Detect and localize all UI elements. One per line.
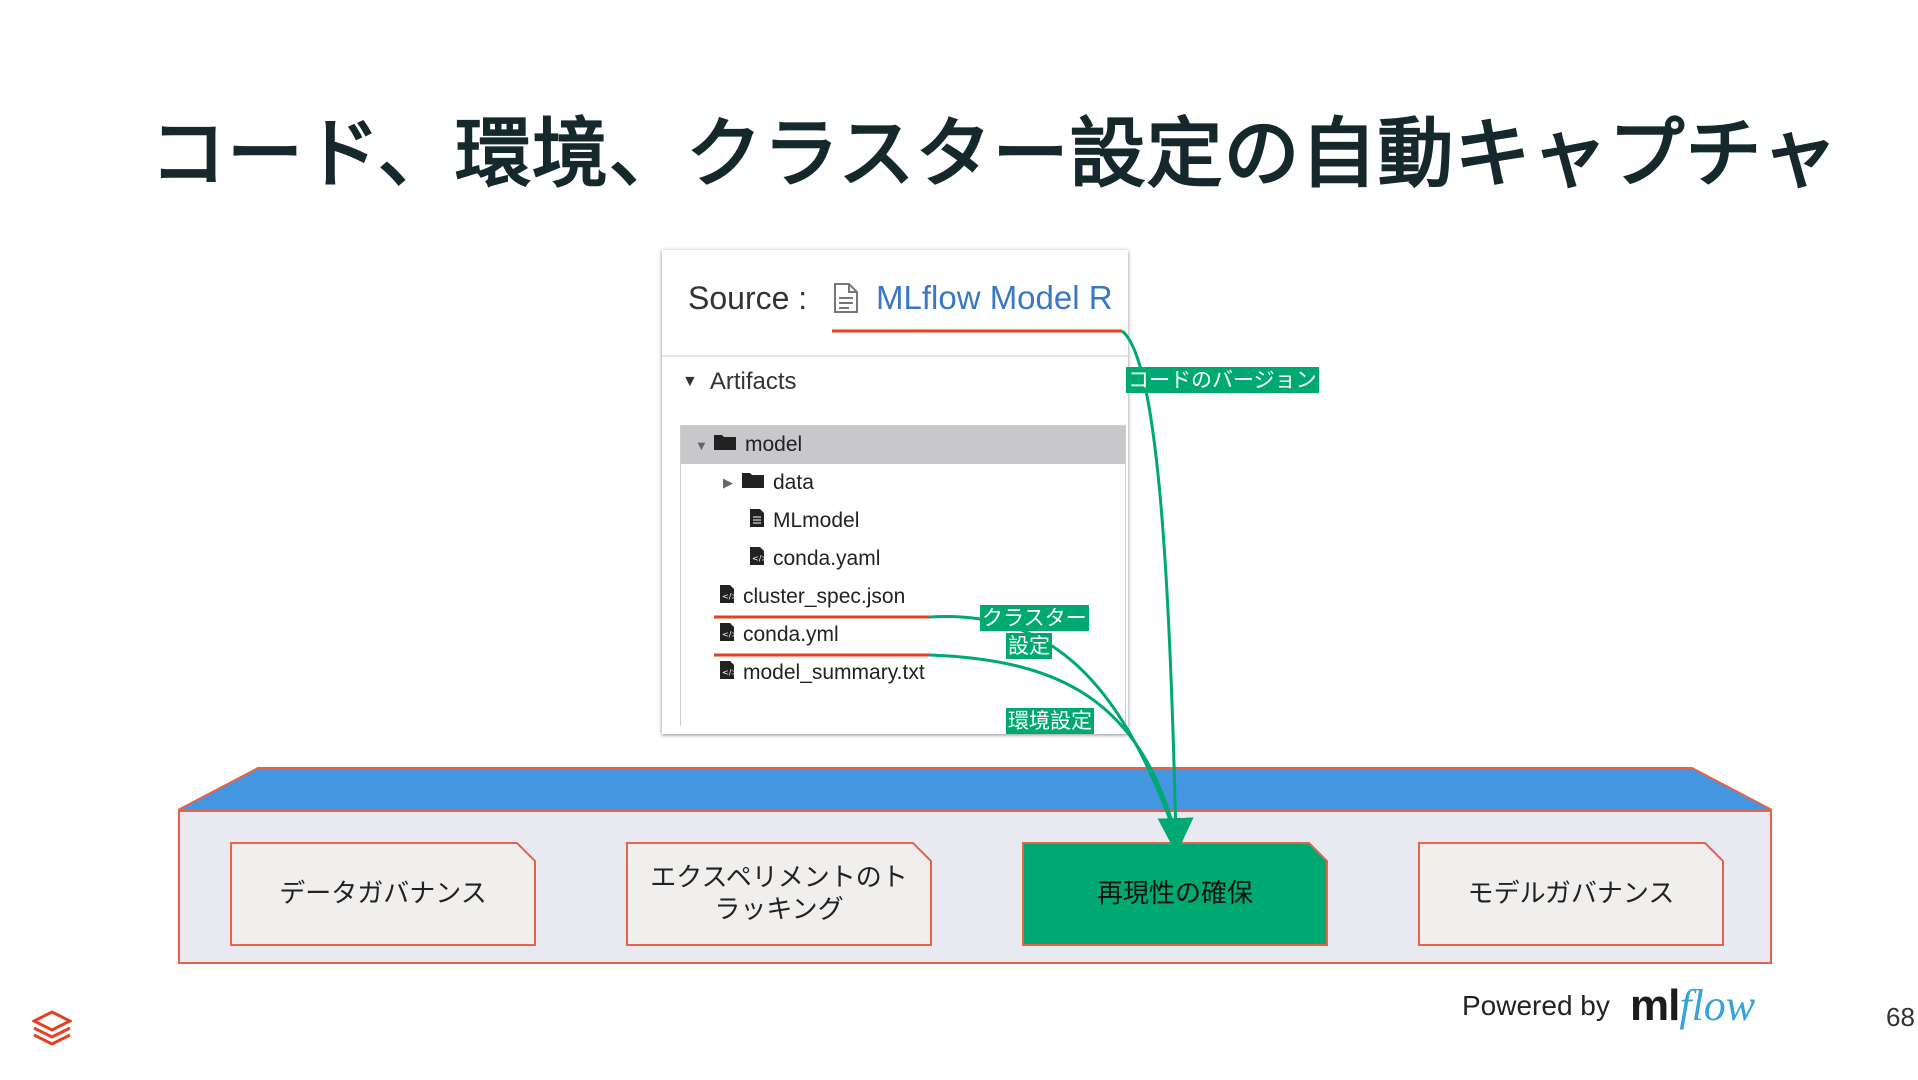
tree-item-conda-yml[interactable]: </> conda.yml — [681, 616, 1125, 654]
card-data-governance: データガバナンス — [230, 842, 536, 946]
caret-down-icon: ▼ — [682, 373, 698, 390]
tree-item-cluster-spec[interactable]: </> cluster_spec.json — [681, 578, 1125, 616]
folder-icon — [741, 471, 765, 495]
card-reproducibility: 再現性の確保 — [1022, 842, 1328, 946]
card-label-line1: エクスペリメントのト — [650, 863, 908, 893]
card-model-governance: モデルガバナンス — [1418, 842, 1724, 946]
mlflow-logo: mlflow — [1630, 981, 1756, 1030]
label-cluster-line2: 設定 — [1006, 633, 1052, 659]
svg-text:</>: </> — [752, 554, 765, 563]
code-file-icon: </> — [719, 584, 738, 610]
tree-item-model[interactable]: ▼ model — [681, 426, 1125, 464]
file-icon — [749, 508, 765, 534]
page-number: 68 — [1886, 1002, 1915, 1032]
tree-item-label: MLmodel — [773, 509, 860, 532]
artifacts-label: Artifacts — [709, 368, 797, 395]
tree-item-data[interactable]: ▶ data — [681, 464, 1125, 502]
label-environment: 環境設定 — [1006, 708, 1094, 734]
tree-item-label: model — [745, 433, 803, 456]
slide-title: コード、環境、クラスター設定の自動キャプチャ — [150, 109, 1839, 198]
arrow-cluster — [929, 615, 1178, 837]
tree-item-label: data — [773, 471, 814, 494]
code-file-icon: </> — [719, 622, 738, 648]
card-label: データガバナンス — [279, 879, 487, 909]
svg-text:</>: </> — [722, 668, 735, 677]
tree-item-mlmodel[interactable]: MLmodel — [681, 502, 1125, 540]
code-file-icon: </> — [749, 546, 768, 572]
arrow-code-version — [1121, 329, 1194, 854]
powered-by-text: Powered by — [1462, 990, 1610, 1021]
divider — [662, 355, 1128, 357]
source-label: Source : — [688, 280, 808, 316]
folder-icon — [713, 433, 737, 457]
document-icon — [833, 282, 859, 318]
label-code-version: コードのバージョン — [1126, 367, 1319, 393]
svg-text:</>: </> — [722, 630, 735, 639]
card-label: 再現性の確保 — [1096, 879, 1253, 909]
arrow-environment — [929, 653, 1178, 837]
brand-logo-icon — [30, 1010, 74, 1052]
tree-item-conda-yaml[interactable]: </> conda.yaml — [681, 540, 1125, 578]
source-link[interactable]: MLflow Model R — [876, 279, 1113, 316]
caret-down-icon: ▼ — [695, 437, 708, 453]
caret-right-icon: ▶ — [723, 475, 733, 490]
code-file-icon: </> — [719, 660, 738, 686]
tree-item-model-summary[interactable]: </> model_summary.txt — [681, 654, 1125, 692]
svg-text:</>: </> — [722, 592, 735, 601]
label-cluster-line1: クラスター — [980, 605, 1089, 631]
card-label-line2: ラッキング — [714, 895, 844, 925]
tree-item-label: conda.yml — [743, 623, 839, 646]
tree-item-label: model_summary.txt — [743, 661, 925, 684]
card-label: モデルガバナンス — [1467, 879, 1675, 909]
tree-item-label: conda.yaml — [773, 547, 881, 570]
tree-item-label: cluster_spec.json — [743, 585, 906, 608]
artifact-tree: ▼ model ▶ data MLmodel </> conda.yaml </… — [680, 425, 1126, 726]
artifacts-toggle[interactable]: ▼ Artifacts — [682, 368, 797, 396]
card-experiment-tracking: エクスペリメントのトラッキング — [626, 842, 932, 946]
